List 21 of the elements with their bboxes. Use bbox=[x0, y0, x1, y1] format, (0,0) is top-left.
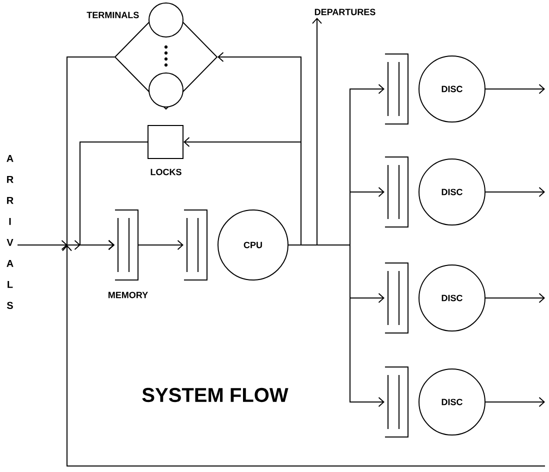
queue-symbol bbox=[184, 210, 208, 280]
queue-symbol bbox=[384, 156, 408, 228]
diagram-title: SYSTEM FLOW bbox=[142, 388, 288, 402]
arrivals-label: ARRIVALS bbox=[6, 155, 14, 309]
arrow bbox=[485, 187, 545, 197]
arrow bbox=[288, 244, 384, 407]
box-label: LOCKS bbox=[150, 168, 182, 176]
departures-label: DEPARTURES bbox=[314, 8, 376, 16]
arrow bbox=[62, 240, 546, 466]
terminals-label: TERMINALS bbox=[86, 12, 139, 18]
arrow bbox=[61, 56, 115, 250]
arrow bbox=[184, 137, 302, 246]
arrow bbox=[485, 397, 545, 407]
queue-symbol bbox=[384, 366, 408, 438]
arrow bbox=[138, 240, 184, 250]
queue-label: MEMORY bbox=[108, 292, 148, 298]
queue-symbol bbox=[384, 54, 408, 124]
queue-symbol bbox=[384, 262, 408, 334]
arrow bbox=[485, 84, 545, 94]
arrow bbox=[74, 142, 148, 250]
arrow bbox=[485, 293, 545, 303]
